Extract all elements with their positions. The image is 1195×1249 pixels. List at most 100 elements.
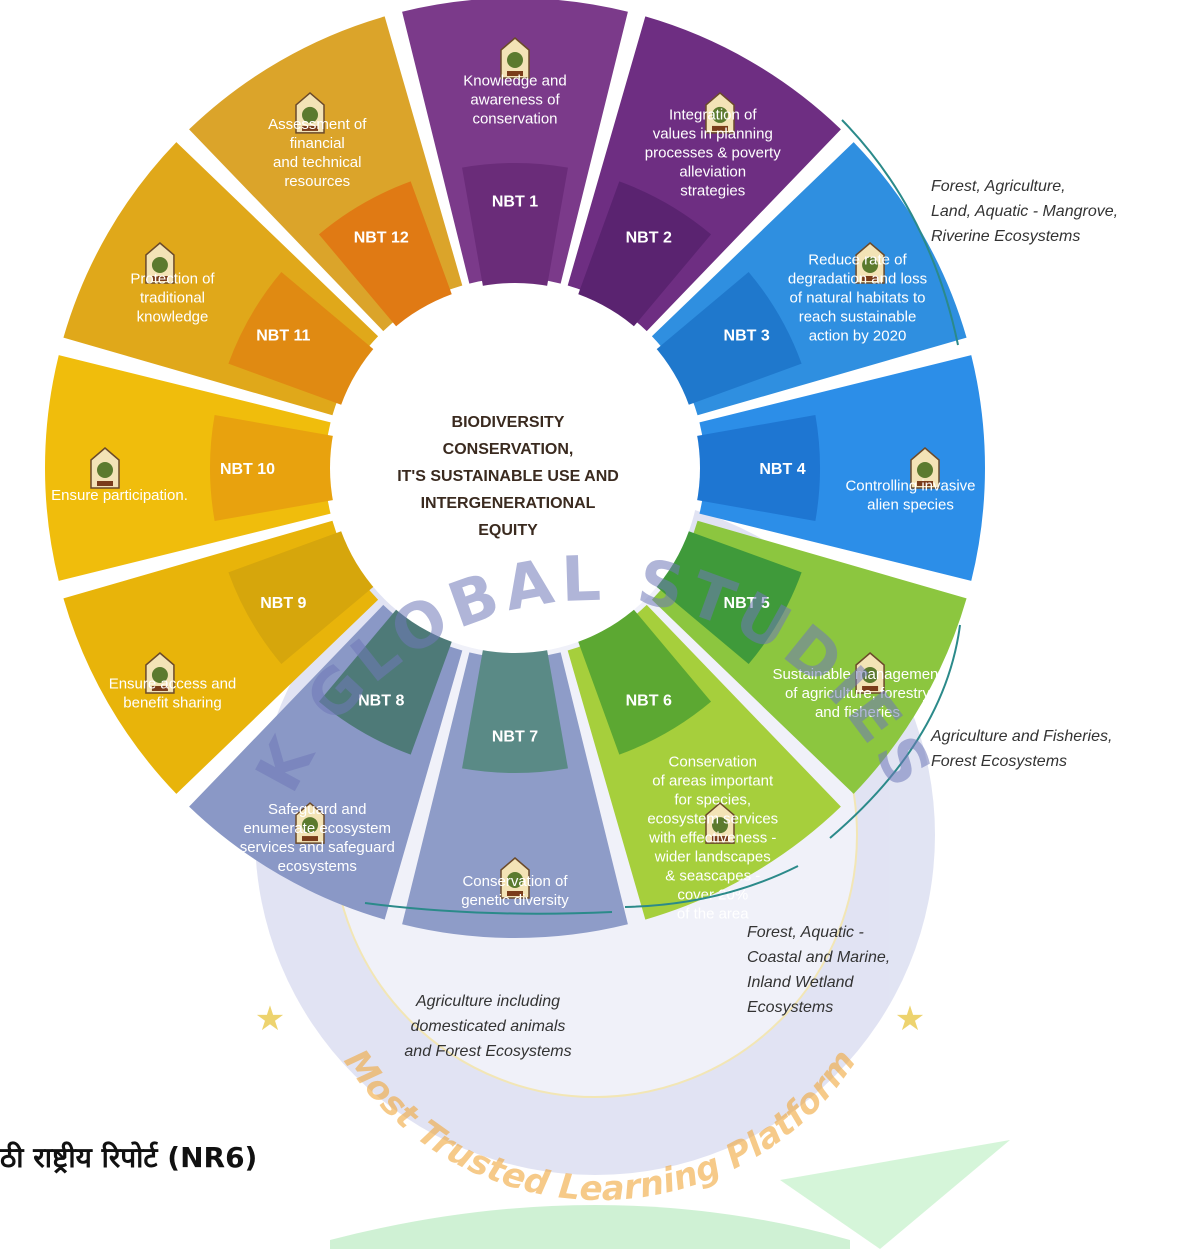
- tab-nbt-7: NBT 7: [462, 635, 568, 774]
- tab-nbt-4: NBT 4: [682, 415, 821, 521]
- svg-text:Forest, Aquatic -: Forest, Aquatic -: [747, 924, 864, 941]
- tab-shape: [462, 635, 568, 774]
- svg-text:Agriculture including: Agriculture including: [415, 993, 560, 1010]
- tab-nbt-2: NBT 2: [573, 181, 712, 338]
- svg-text:Inland Wetland: Inland Wetland: [747, 974, 855, 991]
- segment-label-line: traditional: [140, 289, 205, 306]
- nbt-code-label: NBT 4: [759, 461, 805, 478]
- segment-label-line: strategies: [680, 182, 745, 199]
- report-caption: ठी राष्ट्रीय रिपोर्ट (NR6): [0, 1141, 258, 1174]
- svg-text:Riverine Ecosystems: Riverine Ecosystems: [931, 228, 1080, 245]
- tab-shape: [318, 181, 457, 338]
- segment-label-line: with effectiveness -: [648, 830, 776, 847]
- tab-nbt-1: NBT 1: [462, 163, 568, 301]
- svg-text:Forest, Agriculture,: Forest, Agriculture,: [931, 178, 1066, 195]
- segment-shape: [45, 355, 331, 581]
- segment-label-line: enumerate ecosystem: [243, 820, 391, 837]
- segment-label-line: alien species: [867, 497, 954, 514]
- center-line-1: BIODIVERSITY: [452, 414, 565, 431]
- center-line-4: INTERGENERATIONAL: [421, 495, 596, 512]
- segment-label-line: resources: [284, 173, 350, 190]
- watermark-star-right: ★: [895, 1000, 925, 1038]
- tab-shape: [209, 415, 348, 521]
- tab-nbt-11: NBT 11: [228, 271, 385, 410]
- segment-label-line: & seascapes -: [665, 868, 760, 885]
- nbt-house-icon: [855, 242, 885, 284]
- nbt-house-icon: [705, 802, 735, 844]
- segment-label-line: benefit sharing: [123, 694, 221, 711]
- segment-label-line: values in planning: [653, 125, 773, 142]
- nbt-code-label: NBT 3: [724, 327, 770, 344]
- segment-label-line: degradation and loss: [788, 270, 927, 287]
- segment-label-line: Knowledge and: [463, 73, 566, 90]
- segment-nbt-4: Controlling invasive alien species: [699, 355, 985, 581]
- nbt-code-label: NBT 9: [260, 595, 306, 612]
- svg-text:Land, Aquatic - Mangrove,: Land, Aquatic - Mangrove,: [931, 203, 1118, 220]
- nbt-code-label: NBT 5: [724, 595, 770, 612]
- segment-label-line: of agriculture, forestry: [785, 685, 931, 702]
- svg-text:Forest Ecosystems: Forest Ecosystems: [931, 753, 1067, 770]
- nbt-code-label: NBT 12: [354, 229, 409, 246]
- tab-shape: [318, 598, 457, 755]
- segment-label-line: Sustainable management: [772, 666, 943, 683]
- bracket-1: [841, 119, 959, 346]
- nbt-code-label: NBT 6: [626, 693, 672, 710]
- tab-nbt-3: NBT 3: [645, 271, 802, 410]
- segment-nbt-7: Conservation of genetic diversity: [402, 652, 628, 938]
- segment-label-line: action by 2020: [809, 327, 907, 344]
- center-line-3: IT'S SUSTAINABLE USE AND: [397, 468, 619, 485]
- segment-shape: [402, 652, 628, 938]
- nbt-code-label: NBT 8: [358, 693, 404, 710]
- nbt-house-icon: [910, 447, 940, 489]
- segment-label-line: Controlling invasive: [845, 478, 975, 495]
- segment-label-line: financial: [290, 135, 345, 152]
- segment-label-line: processes & poverty: [645, 144, 781, 161]
- tab-shape: [573, 181, 712, 338]
- tab-shape: [573, 598, 712, 755]
- segment-label-line: for species,: [674, 792, 751, 809]
- tab-shape: [228, 526, 385, 665]
- watermark-star-left: ★: [255, 1000, 285, 1038]
- segment-shape: [699, 355, 985, 581]
- segment-label-line: Conservation: [669, 754, 757, 771]
- tabs-layer: NBT 1 NBT 2 NBT 3 NBT 4 NBT 5 NBT 6 NBT 7 NBT 8…: [209, 163, 821, 774]
- segment-label-line: awareness of: [470, 92, 560, 109]
- segment-label-line: ecosystems: [278, 858, 357, 875]
- segment-label-line: of the area: [677, 906, 749, 923]
- segment-label-line: ecosystem services: [647, 811, 778, 828]
- segment-nbt-10: Ensure participation.: [45, 355, 331, 581]
- nbt-code-label: NBT 1: [492, 194, 538, 211]
- nbt-house-icon: [705, 91, 735, 134]
- center-title: BIODIVERSITY CONSERVATION, IT'S SUSTAINA…: [397, 414, 619, 539]
- segment-label-line: wider landscapes: [654, 849, 771, 866]
- segment-label-line: genetic diversity: [461, 892, 569, 909]
- segment-label-line: Conservation of: [462, 873, 568, 890]
- segment-label-line: alleviation: [679, 163, 746, 180]
- segment-label-line: Assessment of: [268, 116, 367, 133]
- segment-shape: [402, 0, 628, 284]
- segment-label-line: knowledge: [137, 308, 209, 325]
- nbt-code-label: NBT 7: [492, 729, 538, 746]
- svg-text:and Forest Ecosystems: and Forest Ecosystems: [404, 1043, 571, 1060]
- ecosystem-brackets: [364, 119, 961, 915]
- bracket-4: [364, 902, 613, 915]
- bracket-2: [829, 624, 961, 839]
- ecosystem-label-1: Forest, Agriculture, Land, Aquatic - Man…: [931, 178, 1118, 245]
- nbt-house-icon: [90, 447, 120, 489]
- segment-label-line: of areas important: [652, 773, 774, 790]
- tab-shape: [645, 271, 802, 410]
- nbt-house-icon: [295, 91, 325, 134]
- tab-nbt-9: NBT 9: [228, 526, 385, 665]
- segment-label-line: Protection of: [130, 270, 215, 287]
- nbt-house-icon: [145, 652, 175, 694]
- tab-shape: [462, 163, 568, 301]
- tab-nbt-10: NBT 10: [209, 415, 348, 521]
- ecosystem-label-4: Agriculture including domesticated anima…: [404, 993, 571, 1060]
- segment-label-line: and fisheries: [815, 704, 900, 721]
- tab-shape: [645, 526, 802, 665]
- segment-label-line: Ensure access and: [109, 675, 237, 692]
- svg-text:domesticated animals: domesticated animals: [411, 1018, 566, 1035]
- nbt-house-icon: [145, 242, 175, 284]
